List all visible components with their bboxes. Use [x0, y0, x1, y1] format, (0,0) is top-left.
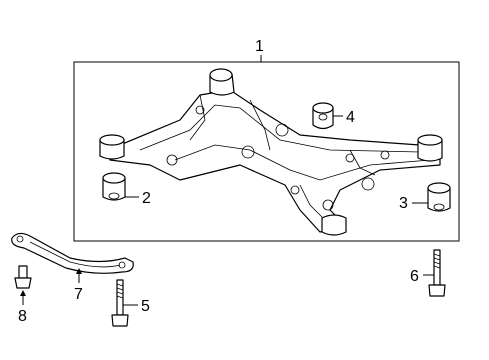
bushing-left: [102, 172, 126, 201]
bolt-short: [111, 279, 129, 327]
crossmember-assembly-box: [73, 61, 460, 242]
callout-4: 4: [346, 109, 355, 126]
bushing-upper: [312, 102, 334, 130]
bushing-right: [427, 182, 451, 212]
rear-crossmember-frame: [99, 68, 443, 236]
bolt-long: [428, 249, 446, 297]
callout-7-arrow: [76, 268, 82, 274]
callout-5: 5: [141, 298, 150, 315]
callout-1: 1: [255, 38, 264, 55]
callout-2: 2: [142, 190, 151, 207]
nut: [14, 265, 32, 289]
callout-7: 7: [74, 286, 83, 303]
callout-8: 8: [18, 308, 27, 325]
callout-3: 3: [399, 195, 408, 212]
callout-8-arrow: [20, 290, 26, 296]
brace-strap: [11, 232, 134, 274]
callout-6: 6: [410, 268, 419, 285]
